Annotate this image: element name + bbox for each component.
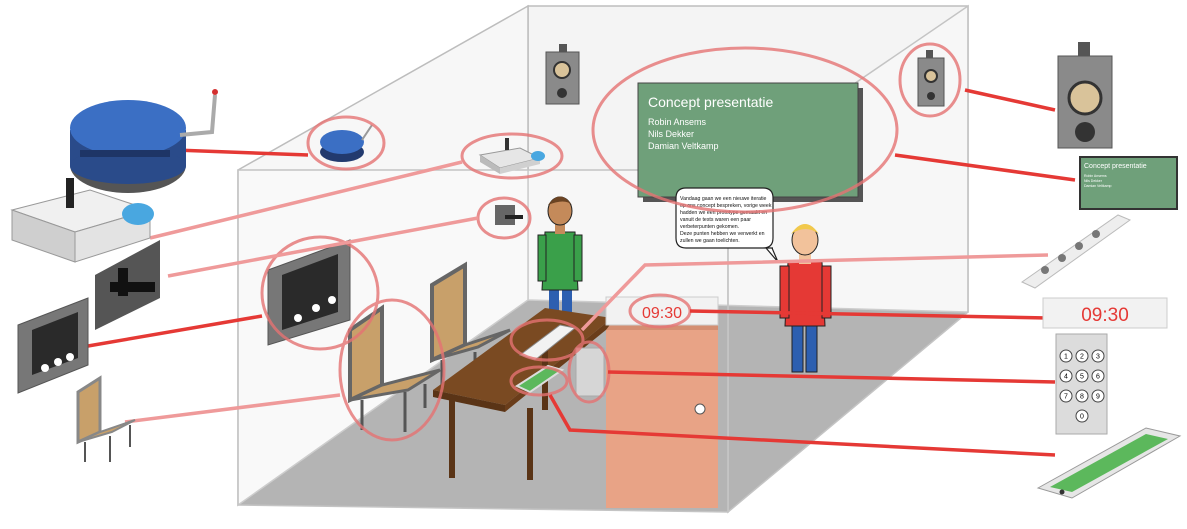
- coat-hook-small: [495, 205, 523, 225]
- projector-large: [10, 178, 154, 263]
- keypad-label-2: 2: [1080, 354, 1084, 361]
- screen-name-1: Robin Ansems: [648, 117, 707, 127]
- highlight-shelf: [260, 235, 380, 351]
- person-red-shirt: [779, 224, 832, 373]
- speech-line-6: Deze punten hebben we verwerkt en: [680, 231, 765, 237]
- projection-screen: Concept presentatie Robin Ansems Nils De…: [637, 82, 863, 202]
- room-floor: [238, 300, 968, 512]
- keypad-key-6: [1091, 369, 1105, 383]
- speaker-right-wall: [917, 50, 945, 107]
- chair-large: [76, 375, 136, 462]
- keypad-label-3: 3: [1096, 354, 1100, 361]
- highlight-robot: [306, 115, 386, 171]
- person-green-shirt: [537, 196, 583, 316]
- large-screen-title: Concept presentatie: [1084, 163, 1147, 170]
- speech-line-3: hadden we een prototype gemaakt en: [680, 210, 767, 216]
- projector-small: [478, 138, 545, 174]
- door: [606, 322, 718, 508]
- keypad-label-9: 9: [1096, 394, 1100, 401]
- clock-time-large: 09:30: [1081, 305, 1129, 326]
- speaker-left-wall: [545, 44, 580, 105]
- keypad-label-0: 0: [1080, 414, 1084, 421]
- speech-line-4: vanuit de tests waren een paar: [680, 217, 751, 223]
- screen-name-2: Nils Dekker: [648, 129, 694, 139]
- highlight-power-strip: [509, 318, 585, 362]
- chair-back-room: [430, 261, 511, 395]
- tablet: [514, 364, 565, 394]
- highlight-speaker: [898, 42, 962, 118]
- speaker-large: [1057, 42, 1113, 149]
- keypad-label-6: 6: [1096, 374, 1100, 381]
- speech-line-1: Vandaag gaan we een nieuwe iteratie: [680, 196, 767, 202]
- wall-shelf-room: [267, 239, 351, 346]
- wall-shelf-large: [17, 297, 89, 394]
- keypad-key-0: [1075, 409, 1089, 423]
- large-screen-name-1: Robin Ansems: [1084, 174, 1107, 178]
- keypad-key-4: [1059, 369, 1073, 383]
- highlight-chair: [338, 298, 446, 442]
- keypad-small: [575, 347, 605, 397]
- keypad-key-9: [1091, 389, 1105, 403]
- chair-front-room: [348, 304, 441, 432]
- keypad-label-4: 4: [1064, 374, 1068, 381]
- large-screen-name-2: Nils Dekker: [1084, 179, 1103, 183]
- keypad-label-8: 8: [1080, 394, 1084, 401]
- highlight-tablet: [509, 365, 569, 397]
- tablet-large: [1036, 427, 1182, 499]
- keypad-key-7: [1059, 389, 1073, 403]
- speech-bubble: Vandaag gaan we een nieuwe iteratie op o…: [675, 187, 779, 263]
- keypad-key-8: [1075, 389, 1089, 403]
- speech-line-5: verbeterpunten gekomen.: [680, 224, 739, 230]
- screen-title: Concept presentatie: [648, 94, 774, 110]
- keypad-key-1: [1059, 349, 1073, 363]
- highlight-screen: [591, 46, 899, 214]
- clock-display-large: 09:30: [1042, 297, 1168, 329]
- speech-line-7: zullen we gaan toelichten.: [680, 238, 740, 244]
- robot-vacuum-large: [70, 89, 218, 193]
- keypad-label-5: 5: [1080, 374, 1084, 381]
- presentation-screen-large: Concept presentatie Robin Ansems Nils De…: [1079, 156, 1178, 210]
- screen-name-3: Damian Veltkamp: [648, 141, 719, 151]
- robot-vacuum-small: [320, 124, 373, 162]
- speech-line-2: op ons concept bespreken, vorige week: [680, 203, 772, 209]
- keypad-large: 1 2 3 4 5 6 7 8 9 0: [1055, 333, 1108, 435]
- coat-hook-large: [95, 240, 160, 330]
- highlight-projector: [460, 132, 564, 180]
- keypad-key-5: [1075, 369, 1089, 383]
- keypad-label-1: 1: [1064, 354, 1068, 361]
- power-strip-large: [1020, 214, 1132, 289]
- connector-lines: [87, 88, 1076, 457]
- clock-time-small: 09:30: [642, 305, 682, 322]
- keypad-key-3: [1091, 349, 1105, 363]
- keypad-label-7: 7: [1064, 394, 1068, 401]
- large-screen-name-3: Damian Veltkamp: [1084, 184, 1111, 188]
- keypad-key-2: [1075, 349, 1089, 363]
- meeting-table: [433, 308, 612, 480]
